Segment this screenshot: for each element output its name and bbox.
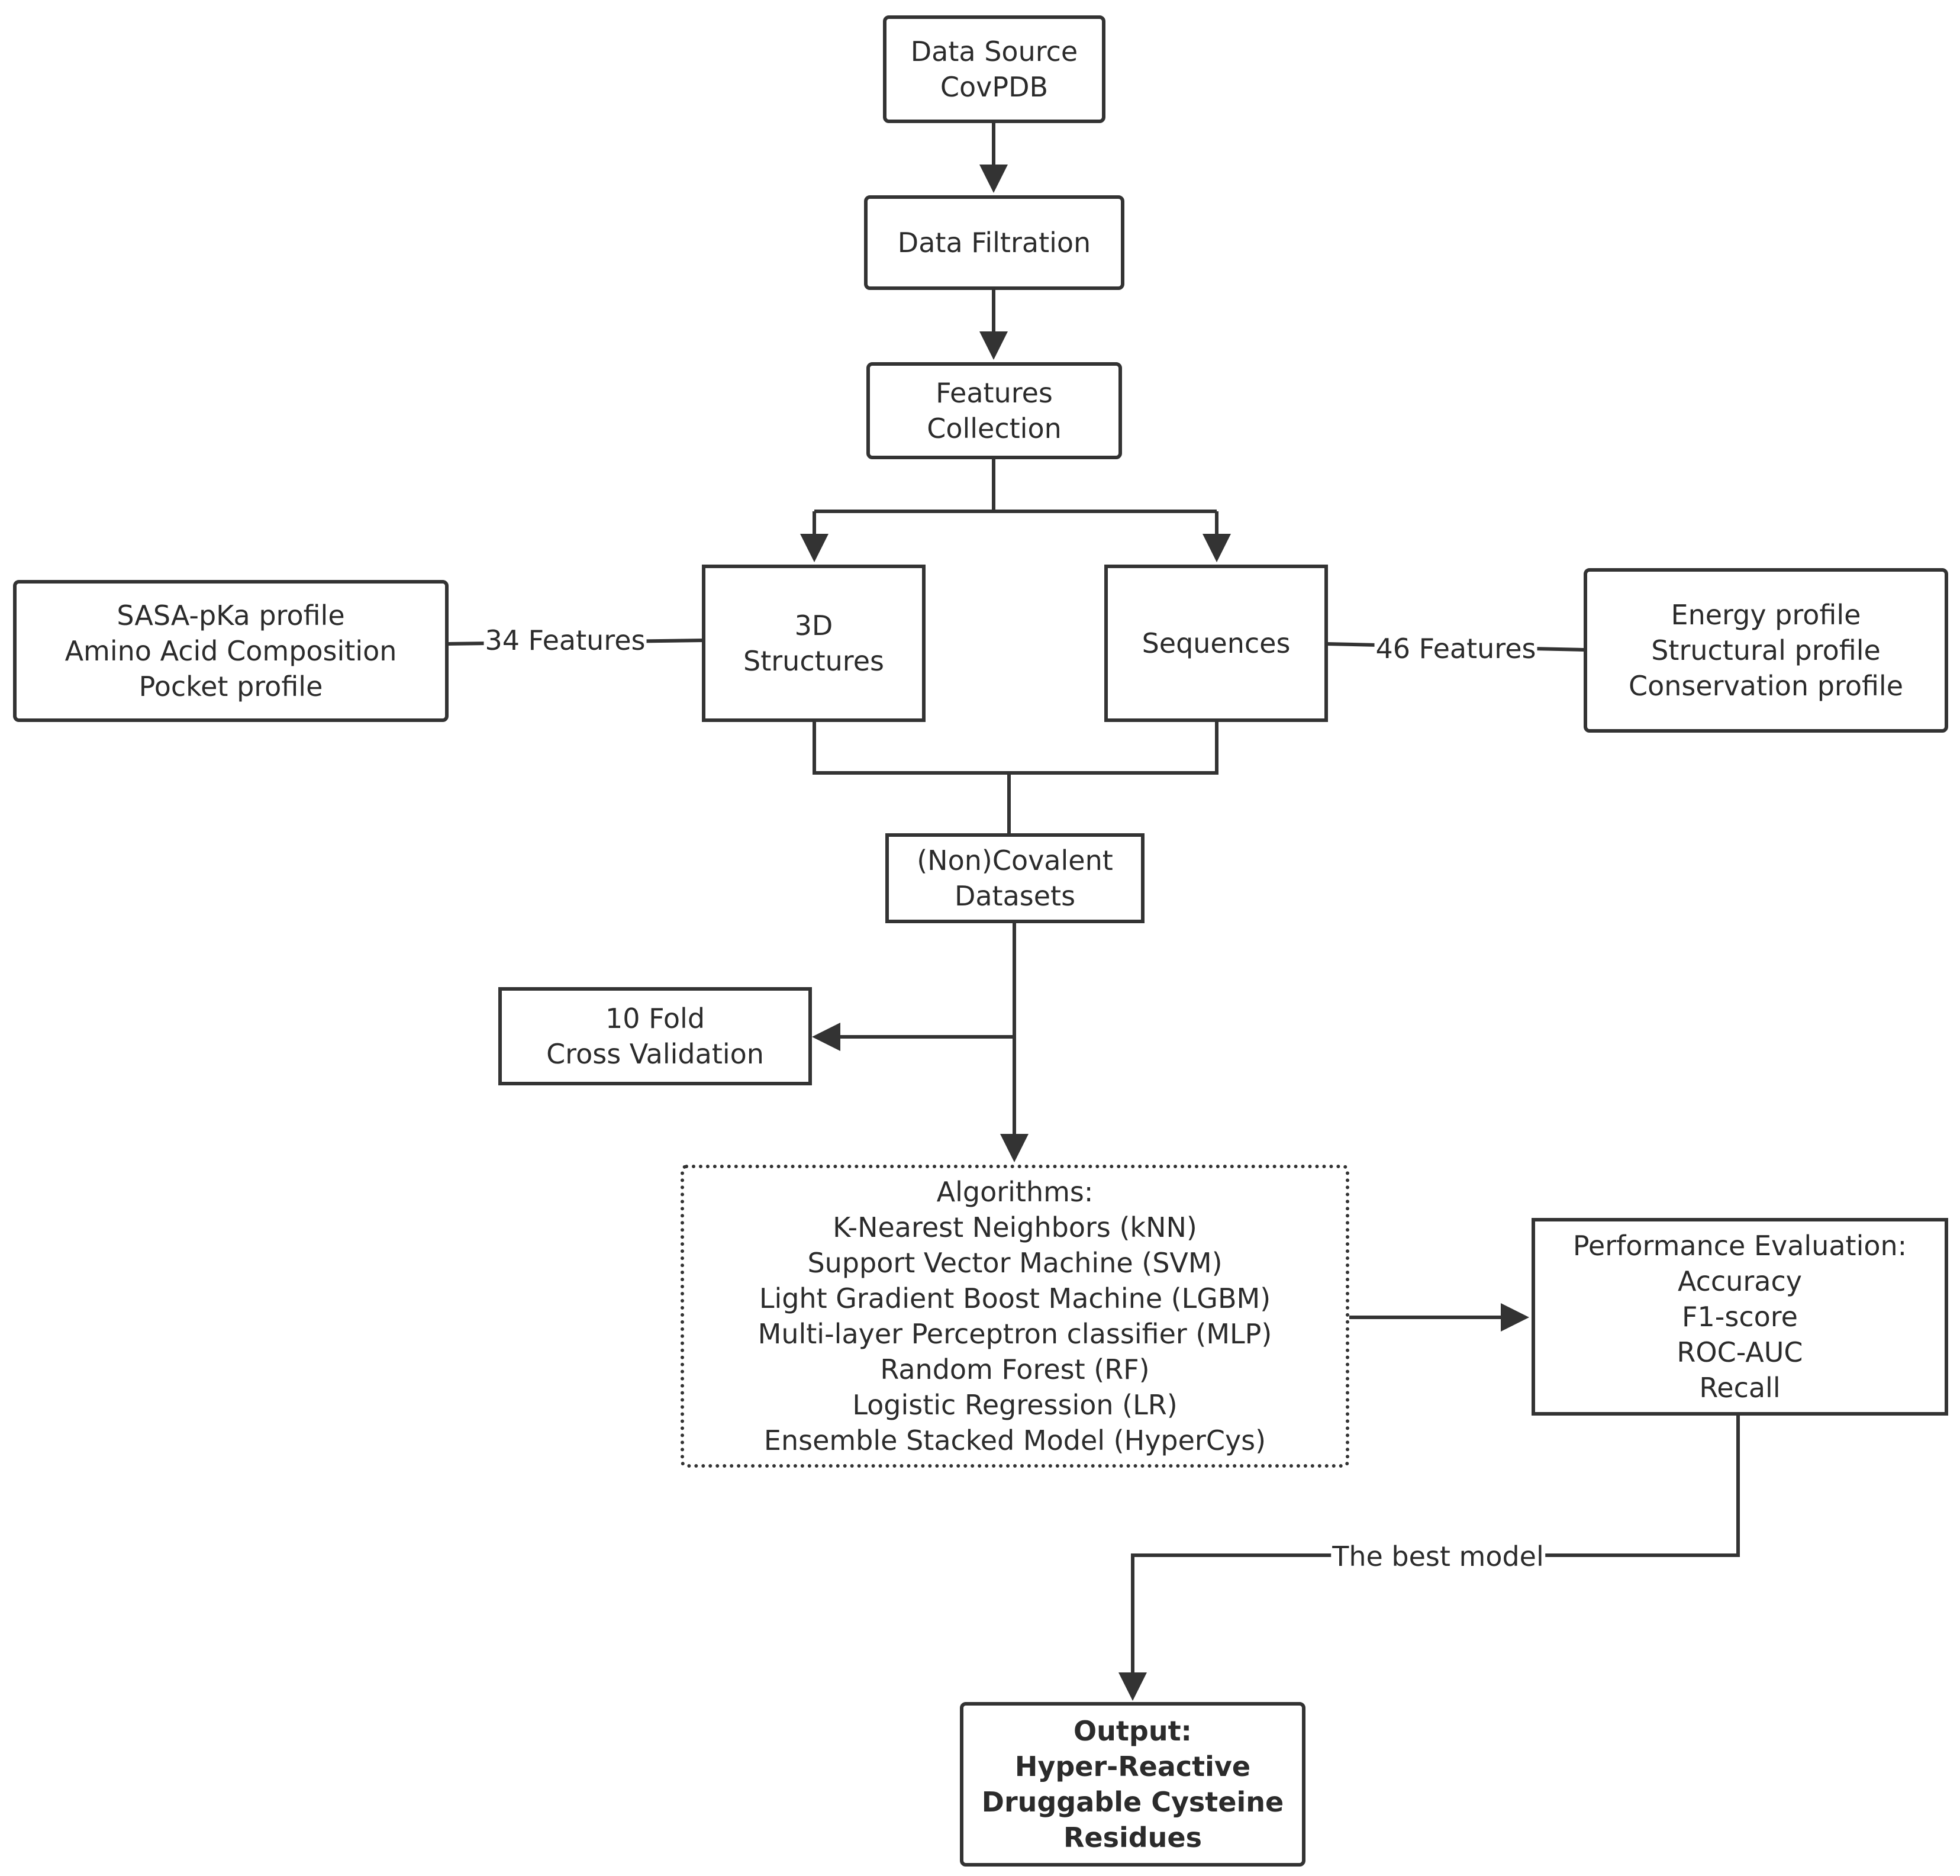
3d-structures-line-2: Structures (743, 645, 884, 677)
algorithms-heading: Algorithms: (936, 1176, 1094, 1208)
metric-accuracy: Accuracy (1677, 1265, 1802, 1297)
cross-validation-node: 10 Fold Cross Validation (498, 987, 812, 1085)
cross-validation-line-1: 10 Fold (605, 1003, 705, 1034)
3d-structures-line-1: 3D (794, 610, 833, 642)
features-collection-line-2: Collection (927, 412, 1062, 444)
structure-features-line-3: Pocket profile (138, 671, 323, 702)
output-line-2: Hyper-Reactive (1014, 1751, 1251, 1782)
features-collection-line-1: Features (936, 377, 1053, 409)
algorithm-hypercys: Ensemble Stacked Model (HyperCys) (763, 1424, 1266, 1456)
algorithm-lgbm: Light Gradient Boost Machine (LGBM) (759, 1282, 1271, 1314)
data-source-node: Data Source CovPDB (883, 15, 1105, 123)
output-line-4: Residues (1063, 1822, 1203, 1854)
algorithm-svm: Support Vector Machine (SVM) (807, 1247, 1223, 1279)
3d-structures-node: 3D Structures (702, 565, 926, 722)
cross-validation-line-2: Cross Validation (546, 1038, 764, 1070)
datasets-line-1: (Non)Covalent (917, 844, 1113, 876)
data-filtration-label: Data Filtration (897, 227, 1091, 259)
structure-features-line-1: SASA-pKa profile (117, 599, 345, 631)
sequence-features-line-3: Conservation profile (1628, 670, 1904, 702)
line-merge-to-datasets (813, 722, 1218, 834)
sequences-label: Sequences (1142, 627, 1291, 659)
features-collection-node: Features Collection (866, 362, 1122, 459)
line-collection-split (814, 459, 1217, 513)
structure-features-line-2: Amino Acid Composition (65, 635, 397, 667)
algorithm-rf: Random Forest (RF) (880, 1353, 1150, 1385)
algorithm-mlp: Multi-layer Perceptron classifier (MLP) (757, 1318, 1272, 1350)
edge-label-46-features: 46 Features (1374, 632, 1537, 665)
algorithm-knn: K-Nearest Neighbors (kNN) (833, 1211, 1197, 1243)
sequence-features-line-1: Energy profile (1671, 599, 1861, 631)
sequence-features-node: Energy profile Structural profile Conser… (1584, 568, 1948, 733)
structure-features-node: SASA-pKa profile Amino Acid Composition … (13, 580, 449, 722)
sequence-features-line-2: Structural profile (1651, 634, 1881, 666)
output-node: Output: Hyper-Reactive Druggable Cystein… (960, 1702, 1305, 1867)
metric-f1-score: F1-score (1682, 1301, 1798, 1333)
data-source-line-2: CovPDB (940, 71, 1049, 103)
output-heading: Output: (1074, 1715, 1192, 1747)
algorithms-node: Algorithms: K-Nearest Neighbors (kNN) Su… (681, 1165, 1349, 1468)
edge-label-34-features: 34 Features (483, 624, 647, 657)
algorithm-lr: Logistic Regression (LR) (852, 1389, 1178, 1421)
sequences-node: Sequences (1104, 565, 1328, 722)
metric-recall: Recall (1699, 1372, 1781, 1404)
data-source-line-1: Data Source (910, 36, 1078, 67)
datasets-line-2: Datasets (954, 880, 1076, 912)
output-line-3: Druggable Cysteine (981, 1786, 1284, 1818)
datasets-node: (Non)Covalent Datasets (885, 833, 1145, 923)
edge-label-best-model: The best model (1331, 1540, 1545, 1573)
performance-evaluation-node: Performance Evaluation: Accuracy F1-scor… (1532, 1218, 1948, 1416)
data-filtration-node: Data Filtration (864, 195, 1124, 290)
metric-roc-auc: ROC-AUC (1677, 1336, 1803, 1368)
performance-heading: Performance Evaluation: (1572, 1230, 1907, 1262)
